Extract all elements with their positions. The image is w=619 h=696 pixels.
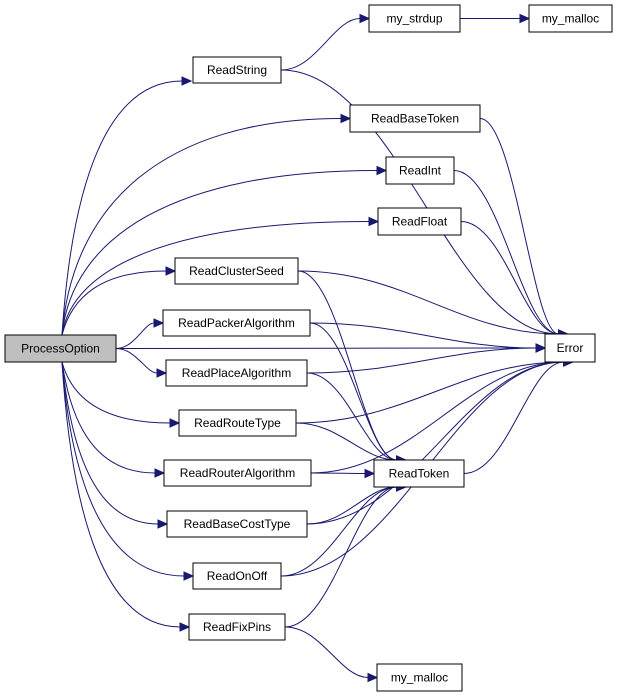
node-label: ReadInt [399, 164, 442, 178]
node-my-malloc-top[interactable]: my_malloc [528, 4, 613, 33]
edge-ReadRouterAlgorithm-to-ReadToken [310, 468, 376, 479]
edge-ProcessOption-to-ReadRouteType [61, 361, 181, 428]
edge-ProcessOption-to-ReadOnOff [61, 361, 195, 581]
node-readbasecosttype[interactable]: ReadBaseCostType [166, 510, 308, 538]
edge-ProcessOption-to-ReadRouterAlgorithm [61, 361, 166, 478]
node-processoption[interactable]: ProcessOption [4, 334, 117, 363]
node-my-malloc-bottom[interactable]: my_malloc [376, 663, 463, 692]
node-label: ReadRouteType [194, 416, 281, 430]
node-readrouteralgorithm[interactable]: ReadRouterAlgorithm [163, 459, 312, 487]
node-box [4, 334, 117, 363]
node-box [192, 562, 282, 590]
node-readstring[interactable]: ReadString [192, 56, 282, 84]
edge-ProcessOption-to-ReadBaseCostType [61, 361, 169, 529]
node-readclusterseed[interactable]: ReadClusterSeed [174, 257, 299, 285]
edge-ReadBaseToken-to-Error [479, 118, 569, 339]
edge-ProcessOption-to-ReadFixPins [61, 361, 191, 632]
node-label: ReadOnOff [207, 569, 268, 583]
edge-ReadString-to-my_strdup [280, 13, 371, 71]
edge-ProcessOption-to-ReadBaseToken [61, 113, 352, 336]
edge-ProcessOption-to-ReadString [61, 76, 193, 336]
edge-ProcessOption-to-ReadPackerAlgorithm [115, 318, 165, 349]
node-box [188, 613, 286, 641]
node-label: ReadBaseToken [371, 112, 459, 126]
node-my-strdup[interactable]: my_strdup [368, 4, 461, 33]
node-label: ReadFloat [392, 215, 448, 229]
edge-ReadFixPins-to-my_malloc_bottom [284, 626, 379, 683]
node-label: ReadPlaceAlgorithm [182, 366, 291, 380]
node-box [528, 4, 613, 33]
node-label: ProcessOption [21, 342, 100, 356]
node-error[interactable]: Error [544, 333, 596, 363]
node-box [349, 104, 481, 133]
node-label: ReadBaseCostType [184, 517, 291, 531]
node-label: my_strdup [386, 12, 442, 26]
edge-ReadFixPins-to-ReadToken [284, 482, 407, 628]
edge-ProcessOption-to-ReadPlaceAlgorithm [115, 348, 168, 378]
node-box [544, 333, 596, 363]
edge-ReadPlaceAlgorithm-to-Error [306, 343, 547, 374]
edge-my_strdup-to-my_malloc_top [460, 13, 531, 24]
edge-ProcessOption-to-ReadClusterSeed [61, 266, 177, 336]
edge-ReadBaseCostType-to-Error [306, 357, 574, 525]
node-box [385, 156, 455, 185]
node-readtoken[interactable]: ReadToken [373, 459, 465, 488]
edge-ReadInt-to-Error [453, 170, 569, 339]
node-readroutetype[interactable]: ReadRouteType [178, 409, 297, 437]
node-readfloat[interactable]: ReadFloat [377, 207, 462, 236]
edge-ReadPackerAlgorithm-to-ReadToken [309, 322, 407, 465]
edge-ProcessOption-to-ReadInt [61, 165, 388, 336]
node-label: ReadString [207, 63, 267, 77]
node-readplacealgorithm[interactable]: ReadPlaceAlgorithm [165, 359, 308, 387]
node-readfixpins[interactable]: ReadFixPins [188, 613, 286, 641]
node-label: ReadFixPins [203, 620, 271, 634]
node-label: ReadPackerAlgorithm [178, 316, 295, 330]
node-box [368, 4, 461, 33]
node-box [163, 459, 312, 487]
node-box [192, 56, 282, 84]
node-box [165, 359, 308, 387]
node-box [178, 409, 297, 437]
edge-ReadClusterSeed-to-ReadToken [297, 270, 407, 465]
node-box [162, 309, 311, 337]
node-label: my_malloc [391, 671, 448, 685]
edge-ProcessOption-to-ReadFloat [61, 216, 380, 336]
node-readint[interactable]: ReadInt [385, 156, 455, 185]
node-label: ReadRouterAlgorithm [180, 466, 295, 480]
edge-ReadFloat-to-Error [460, 221, 569, 339]
edge-ProcessOption-to-Error [115, 343, 547, 353]
node-label: ReadClusterSeed [189, 264, 284, 278]
node-readpackeralgorithm[interactable]: ReadPackerAlgorithm [162, 309, 311, 337]
node-box [373, 459, 465, 488]
node-box [376, 663, 463, 692]
node-readonoff[interactable]: ReadOnOff [192, 562, 282, 590]
node-label: ReadToken [389, 467, 450, 481]
node-readbasetoken[interactable]: ReadBaseToken [349, 104, 481, 133]
node-box [174, 257, 299, 285]
node-label: Error [557, 341, 584, 355]
node-box [166, 510, 308, 538]
node-box [377, 207, 462, 236]
node-label: my_malloc [542, 12, 599, 26]
